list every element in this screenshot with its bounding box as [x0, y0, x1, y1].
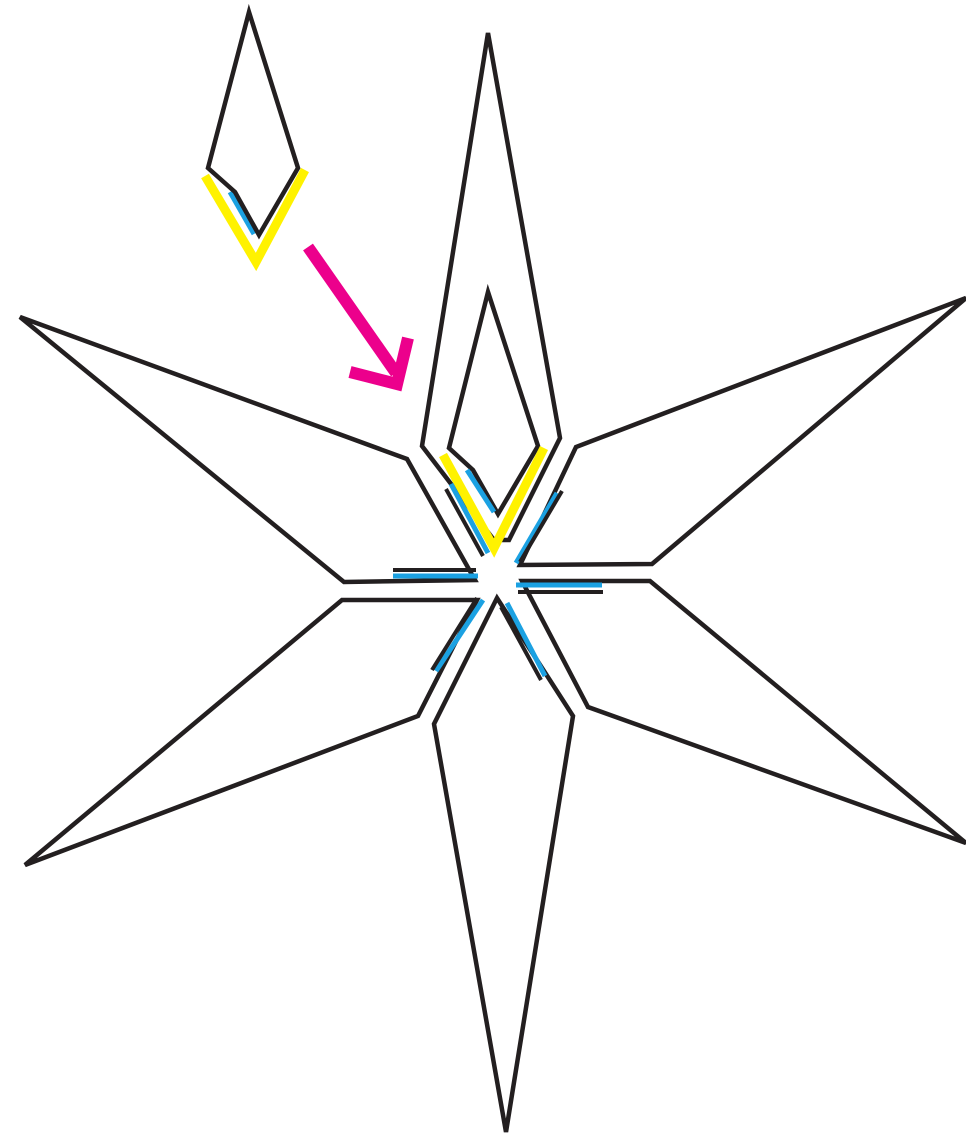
star-point-lower-left [25, 600, 477, 865]
seam-highlight-top-right [516, 493, 557, 563]
placement-arrow [308, 247, 408, 384]
star-point-bottom [434, 598, 573, 1132]
arrow-shaft [308, 247, 396, 373]
star-outline [20, 33, 966, 1132]
star-point-upper-right [520, 298, 966, 565]
standalone-diamond-piece [205, 12, 305, 262]
star-point-lower-right [522, 581, 966, 843]
seam-dark-bottom-left [432, 598, 477, 670]
seam-dark-bottom-right [501, 607, 541, 680]
